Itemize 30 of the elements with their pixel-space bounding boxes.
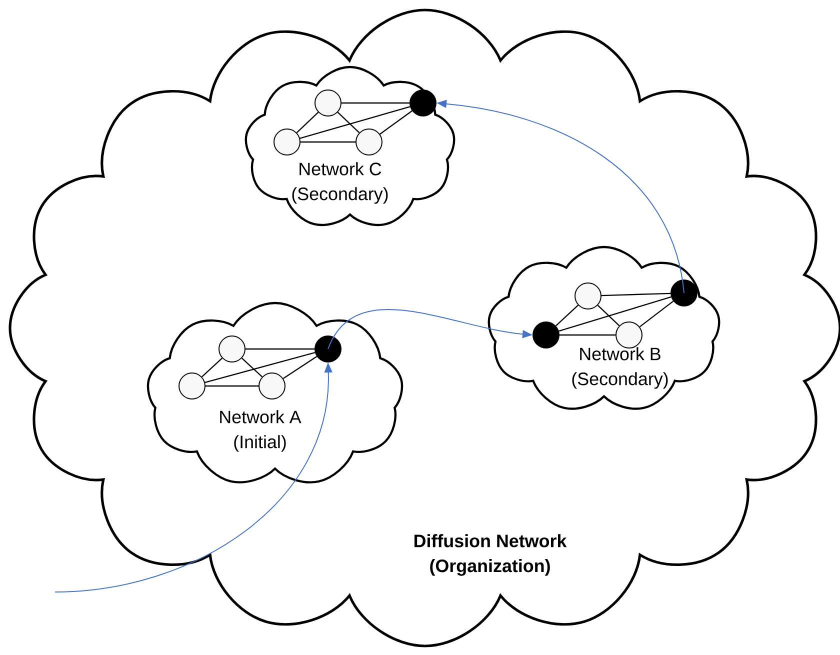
connector-line [560,334,616,336]
connector-line [282,356,318,380]
connector-line [556,304,579,326]
connector-line [206,385,258,387]
network-node [178,372,206,400]
connector-line [380,110,412,135]
network-node [574,282,602,310]
connector-line [246,348,314,350]
network-node [314,336,342,362]
connector-line [300,141,356,143]
connector-line [597,304,620,326]
network-node [356,128,382,156]
connector-line [202,358,222,378]
connector-line [342,102,410,104]
network-node [532,322,560,348]
connector-line [204,352,316,384]
network-node [314,90,342,116]
connector-line [639,300,674,328]
network-node [258,372,286,400]
connector-line [300,106,410,139]
network-node [218,336,246,362]
network-node [616,322,642,348]
connector-line [558,296,672,332]
network-node [670,280,698,306]
connector-line [242,358,262,378]
connector-line [296,112,319,134]
network-node [410,90,436,116]
connector-line [601,292,671,296]
network-node [274,128,300,156]
connector-line [337,112,360,134]
